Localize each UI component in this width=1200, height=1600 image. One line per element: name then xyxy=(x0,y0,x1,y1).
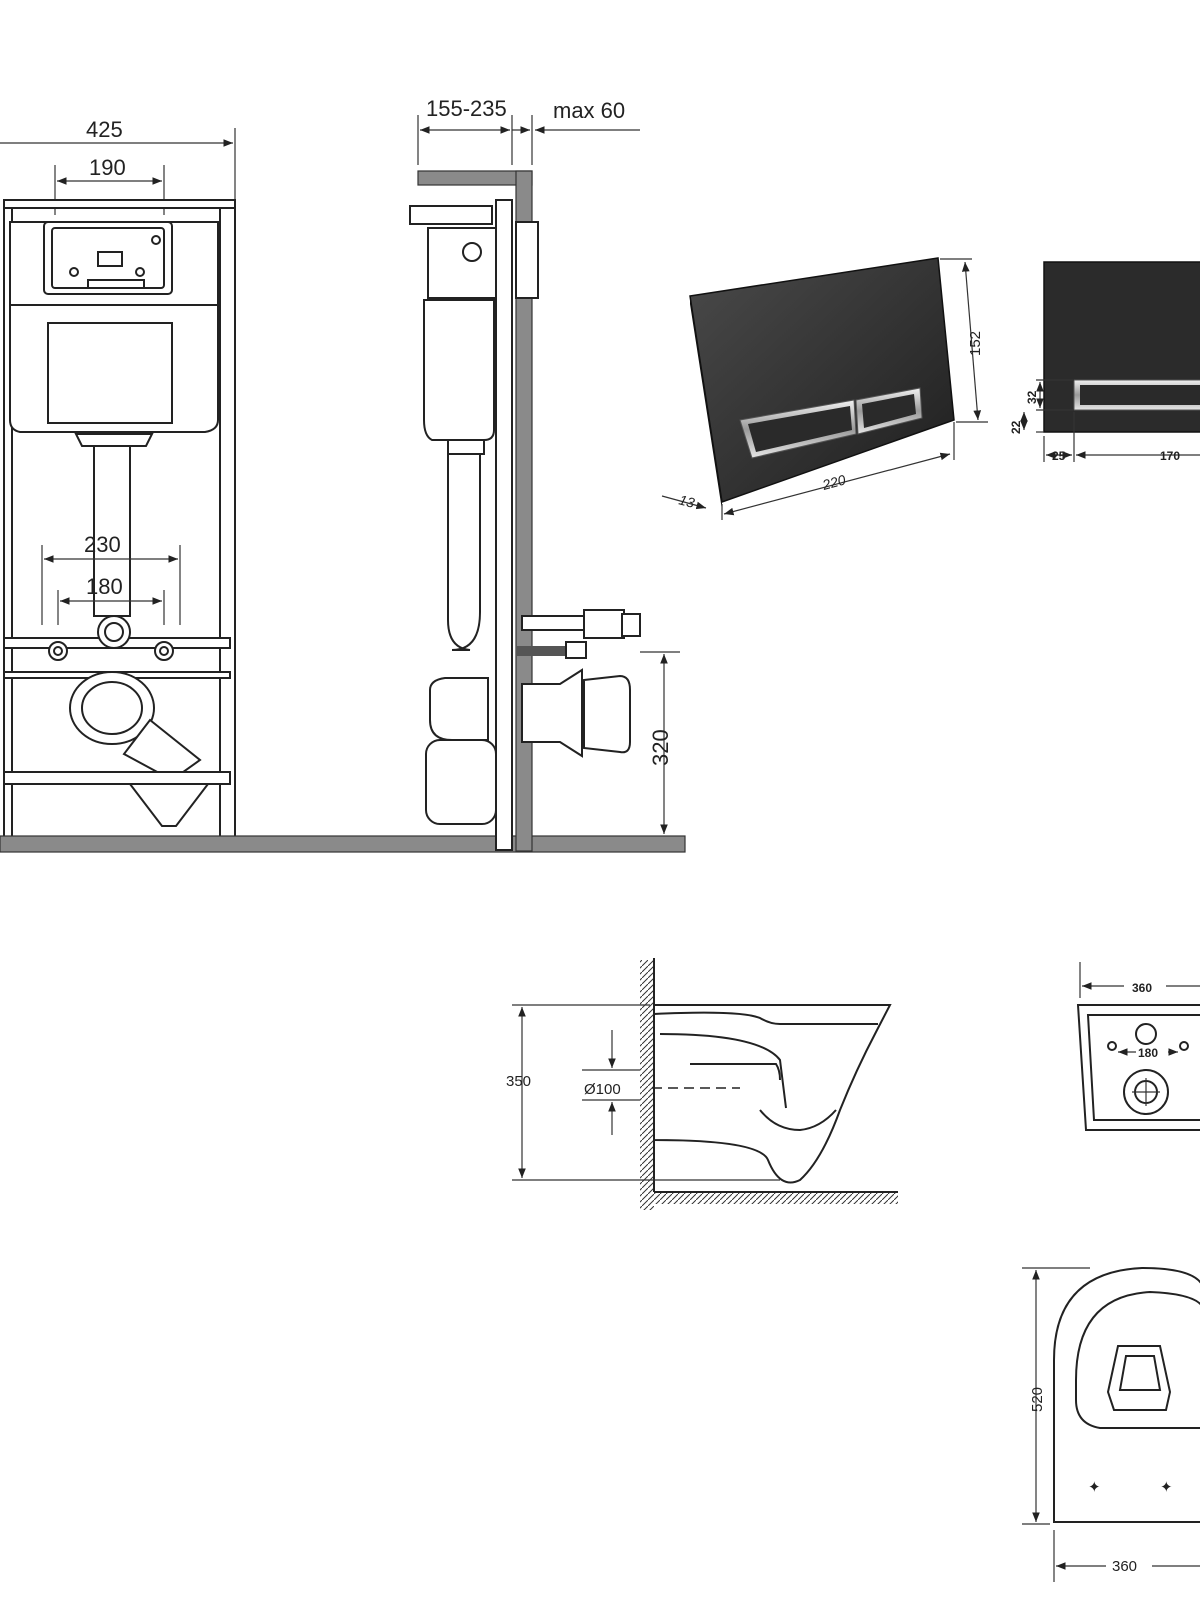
dim-button-height: 32 xyxy=(1025,390,1039,404)
dim-wall-depth: 155-235 xyxy=(426,96,507,121)
dim-plate-depth: 13 xyxy=(677,491,696,511)
dim-bolt-inner: 180 xyxy=(86,574,123,599)
dim-plate-width: 190 xyxy=(89,155,126,180)
svg-text:✦: ✦ xyxy=(1160,1479,1173,1496)
dim-max-depth: max 60 xyxy=(553,98,625,123)
svg-text:✦: ✦ xyxy=(1088,1479,1101,1496)
frame-side-view: 155-235 max 60 320 xyxy=(409,96,680,852)
dim-outlet-height: 320 xyxy=(648,729,673,766)
dim-bowl-length: 520 xyxy=(1029,1387,1046,1412)
dim-bowl-top-width: 360 xyxy=(1112,1558,1137,1575)
dim-button-width: 170 xyxy=(1160,449,1180,463)
dim-button-offset: 22 xyxy=(1009,420,1023,434)
bowl-side-view: 350 Ø100 xyxy=(506,958,898,1210)
flush-plate xyxy=(689,257,955,504)
dim-frame-width: 425 xyxy=(86,117,123,142)
bowl-back-view: 360 180 xyxy=(1076,962,1200,1131)
frame-front-view: 425 190 230 180 xyxy=(0,117,686,853)
dim-bowl-bolts: 180 xyxy=(1138,1046,1158,1060)
flush-buttons xyxy=(739,387,923,459)
dim-plate-width-220: 220 xyxy=(820,471,848,493)
dim-bolt-outer: 230 xyxy=(84,532,121,557)
flush-plate-front: 32 22 25 170 xyxy=(1009,261,1200,463)
bowl-top-view: 520 ✦ ✦ 360 xyxy=(1022,1266,1200,1582)
flush-plate-perspective: 152 220 13 xyxy=(661,257,988,520)
dim-pipe-diameter: Ø100 xyxy=(584,1081,621,1098)
dim-plate-height: 152 xyxy=(967,331,984,356)
dim-button-left: 25 xyxy=(1052,449,1066,463)
dim-bowl-height: 350 xyxy=(506,1073,531,1090)
dim-bowl-back-width: 360 xyxy=(1132,981,1152,995)
